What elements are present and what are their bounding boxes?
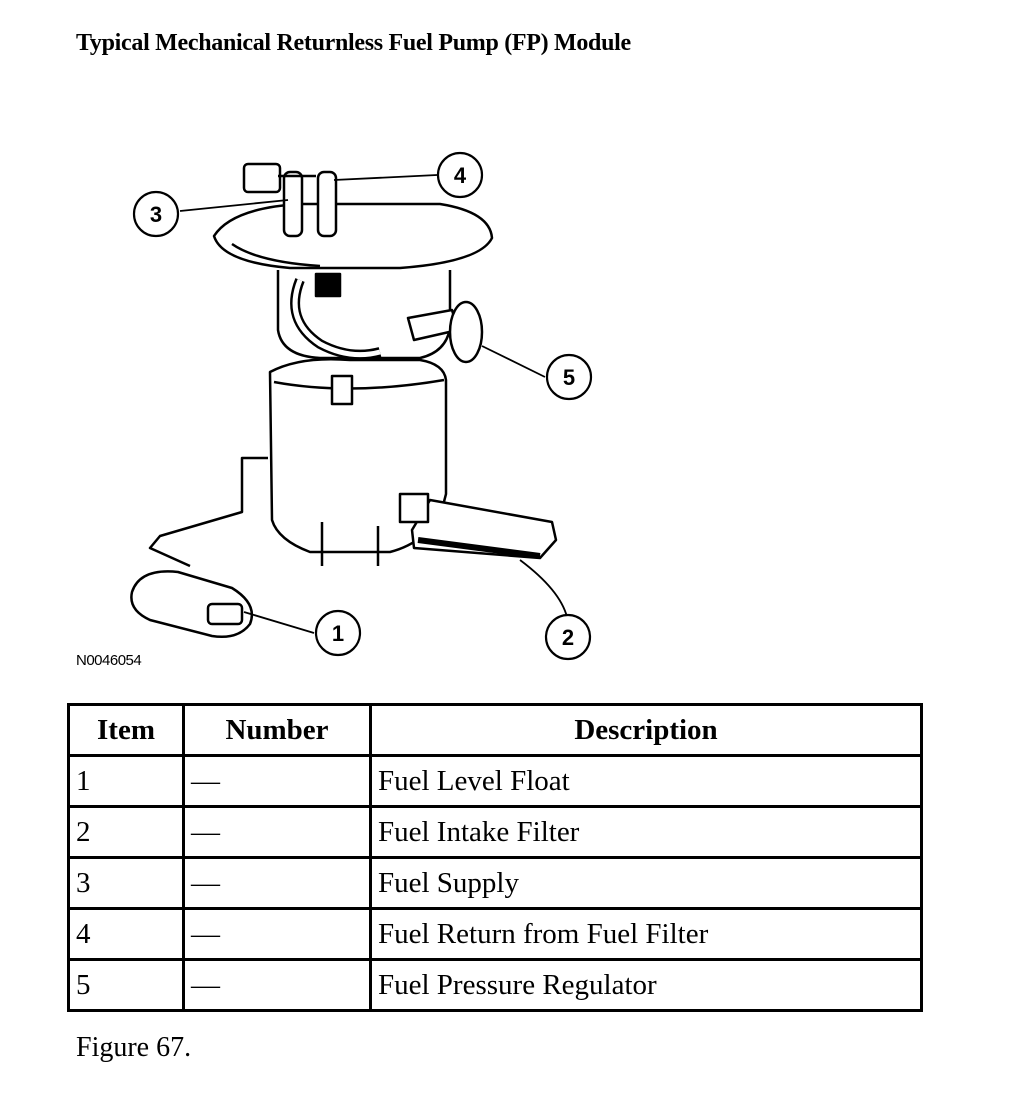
cell-number: — <box>182 958 372 1012</box>
fuel-pump-module-illustration: 1 2 3 4 5 <box>130 151 593 661</box>
table-row: 5 — Fuel Pressure Regulator <box>67 958 923 1012</box>
cell-number: — <box>182 856 372 910</box>
cell-description: Fuel Level Float <box>369 754 923 808</box>
callout-5: 5 <box>563 365 575 390</box>
callout-4: 4 <box>454 163 467 188</box>
cell-item: 3 <box>67 856 185 910</box>
callout-2: 2 <box>562 625 574 650</box>
cell-item: 2 <box>67 805 185 859</box>
cell-description: Fuel Supply <box>369 856 923 910</box>
callout-3: 3 <box>150 202 162 227</box>
cell-description: Fuel Intake Filter <box>369 805 923 859</box>
connector <box>242 162 282 194</box>
cell-item: 4 <box>67 907 185 961</box>
cell-item: 5 <box>67 958 185 1012</box>
table-row: 2 — Fuel Intake Filter <box>67 805 923 859</box>
header-number: Number <box>182 703 372 757</box>
float-arm <box>148 456 268 568</box>
table-header-row: Item Number Description <box>67 703 923 757</box>
flange <box>212 202 494 270</box>
cell-number: — <box>182 805 372 859</box>
header-item: Item <box>67 703 185 757</box>
cell-description: Fuel Return from Fuel Filter <box>369 907 923 961</box>
cell-description: Fuel Pressure Regulator <box>369 958 923 1012</box>
cell-item: 1 <box>67 754 185 808</box>
table-row: 1 — Fuel Level Float <box>67 754 923 808</box>
figure-code: N0046054 <box>76 652 142 669</box>
cell-number: — <box>182 754 372 808</box>
table-row: 4 — Fuel Return from Fuel Filter <box>67 907 923 961</box>
document-title: Typical Mechanical Returnless Fuel Pump … <box>76 30 631 56</box>
parts-table: Item Number Description 1 — Fuel Level F… <box>67 703 923 1012</box>
header-description: Description <box>369 703 923 757</box>
cell-number: — <box>182 907 372 961</box>
callout-1: 1 <box>332 621 344 646</box>
table-row: 3 — Fuel Supply <box>67 856 923 910</box>
figure-caption: Figure 67. <box>76 1032 192 1063</box>
